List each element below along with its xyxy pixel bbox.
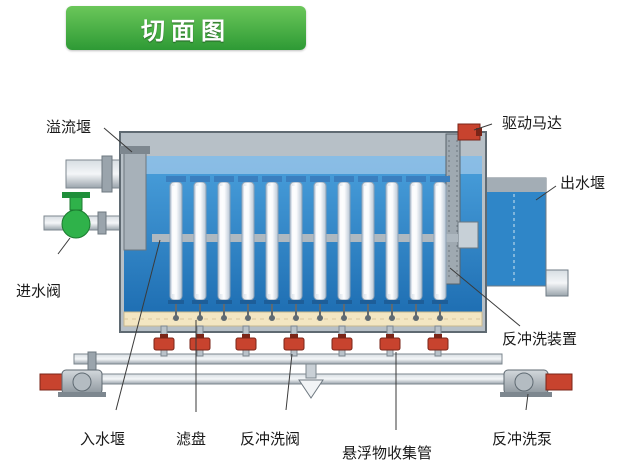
backwash-valves [153,325,449,357]
drive-motor [445,123,482,285]
label-filter-disc: 滤盘 [176,430,206,448]
backwash-valve [235,325,257,357]
filter-disc [262,176,282,304]
label-inlet-valve: 进水阀 [16,282,61,300]
filter-disc [190,176,210,304]
collector-nozzle [293,304,299,321]
collector-nozzle [365,304,371,321]
collector-nozzle [317,304,323,321]
outlet-channel [483,177,569,297]
overflow-weir [120,146,150,251]
filter-disc [214,176,234,304]
filter-disc [430,176,450,304]
suspended-collector-nozzles [173,304,443,321]
filter-disc [382,176,402,304]
backwash-valve [189,325,211,357]
filter-disc [238,176,258,304]
filter-disc [358,176,378,304]
collector-nozzle [173,304,179,321]
inlet-pipe [65,155,123,193]
collector-nozzle [389,304,395,321]
leader-lines [57,123,557,430]
backwash-valve [379,325,401,357]
diagram-title: 切面图 [141,16,231,45]
collector-nozzle [269,304,275,321]
label-inlet-weir: 入水堰 [80,430,125,448]
filter-disc [286,176,306,304]
title-badge: 切面图 [66,6,306,50]
filter-disc [166,176,186,304]
drain-arrow [298,363,324,399]
filter-disc [334,176,354,304]
backwash-valve [283,325,305,357]
label-backwash-device: 反冲洗装置 [502,330,577,348]
backwash-valve [427,325,449,357]
label-drive-motor: 驱动马达 [502,114,562,132]
label-suspended-collector: 悬浮物收集管 [342,444,432,462]
collector-nozzle [221,304,227,321]
filter-discs [166,176,450,304]
inlet-valve [43,192,125,239]
backwash-valve [153,325,175,357]
backwash-pump-right [500,369,573,397]
label-backwash-valve: 反冲洗阀 [240,430,300,448]
collector-nozzle [341,304,347,321]
backwash-pump-left [39,369,106,397]
label-overflow-weir: 溢流堰 [46,118,91,136]
collector-nozzle [245,304,251,321]
collector-nozzle [437,304,443,321]
backwash-valve [331,325,353,357]
filter-disc [310,176,330,304]
label-outlet-weir: 出水堰 [560,174,605,192]
collector-nozzle [197,304,203,321]
label-backwash-pump: 反冲洗泵 [492,430,552,448]
collector-pipe [73,351,521,387]
filter-disc [406,176,426,304]
collector-nozzle [413,304,419,321]
